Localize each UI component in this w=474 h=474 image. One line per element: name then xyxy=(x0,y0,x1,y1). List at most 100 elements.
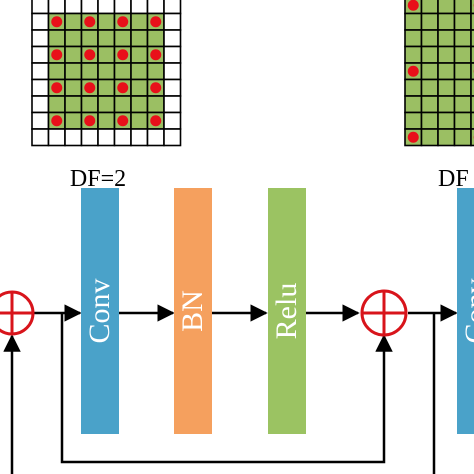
grid-cell xyxy=(31,111,50,130)
grid-cell xyxy=(146,0,165,15)
grid-cell xyxy=(80,0,99,15)
conv-block-label: Conv xyxy=(83,278,116,343)
grid-cell xyxy=(453,62,472,81)
grid-cell xyxy=(47,0,66,15)
grid-cell xyxy=(163,62,182,81)
sample-dot xyxy=(51,16,63,28)
grid-cell xyxy=(97,111,116,130)
grid-cell xyxy=(130,111,149,130)
grid-cell xyxy=(80,95,99,114)
conv-block-2-label: Conv xyxy=(459,278,474,343)
grid-cell xyxy=(31,95,50,114)
bn-block-label: BN xyxy=(176,290,209,332)
grid-cell xyxy=(437,95,456,114)
grid-cell xyxy=(163,128,182,147)
grid-cell xyxy=(420,29,439,48)
sample-dot xyxy=(117,82,129,94)
circled-plus-icon xyxy=(0,290,35,336)
grid-cell xyxy=(453,95,472,114)
grid-cell xyxy=(404,111,423,130)
grid-cell xyxy=(163,111,182,130)
grid-cell xyxy=(437,78,456,97)
grid-cell xyxy=(64,78,83,97)
grid-cell xyxy=(437,12,456,31)
grid-cell xyxy=(437,128,456,147)
grid-cell xyxy=(146,62,165,81)
sample-dot xyxy=(407,131,419,143)
grid-cell xyxy=(130,78,149,97)
grid-cell xyxy=(470,45,474,64)
grid-cell xyxy=(130,45,149,64)
grid-cell xyxy=(420,111,439,130)
grid-cell xyxy=(163,78,182,97)
grid-cell xyxy=(437,0,456,15)
grid-cell xyxy=(404,78,423,97)
grid-cell xyxy=(437,45,456,64)
grid-cell xyxy=(130,128,149,147)
grid-cell xyxy=(97,128,116,147)
skip-connections xyxy=(3,313,436,474)
grid-cell xyxy=(113,62,132,81)
grid-cell xyxy=(163,95,182,114)
grid-cell xyxy=(404,45,423,64)
grid-cell xyxy=(470,62,474,81)
grid-cell xyxy=(420,95,439,114)
grid-cell xyxy=(31,62,50,81)
grid-cell xyxy=(130,12,149,31)
grid-cell xyxy=(113,128,132,147)
grid-cell xyxy=(97,0,116,15)
grid-cell xyxy=(437,62,456,81)
sample-dot xyxy=(51,82,63,94)
grid-cell xyxy=(47,95,66,114)
grid-cell xyxy=(420,78,439,97)
skip-wire-into-adder2 xyxy=(60,313,393,464)
conv-block: Conv xyxy=(81,188,119,434)
grid-cell xyxy=(97,12,116,31)
grid-cell xyxy=(113,29,132,48)
sample-dot xyxy=(51,49,63,61)
grid-cell xyxy=(64,128,83,147)
grid-cell xyxy=(146,128,165,147)
grid-cell xyxy=(47,29,66,48)
grid-cell xyxy=(470,78,474,97)
grid-cell xyxy=(470,12,474,31)
grid-cell xyxy=(47,62,66,81)
relu-block-label: Relu xyxy=(270,283,303,340)
grid-cell xyxy=(453,45,472,64)
grid-cell xyxy=(453,111,472,130)
sample-dot xyxy=(84,82,96,94)
sample-dot xyxy=(84,16,96,28)
grid-cell xyxy=(453,128,472,147)
circled-plus-icon xyxy=(360,289,408,337)
sample-dot xyxy=(150,82,162,94)
grid-cell xyxy=(31,12,50,31)
grid-cell xyxy=(130,62,149,81)
grid-cell xyxy=(437,29,456,48)
grid-cell xyxy=(163,0,182,15)
grid-cell xyxy=(113,95,132,114)
grid-cell xyxy=(163,29,182,48)
grid-cell xyxy=(130,0,149,15)
grid-cell xyxy=(64,95,83,114)
conv-block-2: Conv xyxy=(457,188,474,434)
dilation-grid-df2 xyxy=(31,0,182,147)
grid-caption-df-large: DF xyxy=(438,166,469,192)
grid-cell xyxy=(130,29,149,48)
grid-cell xyxy=(47,128,66,147)
grid-cell xyxy=(470,95,474,114)
grid-cell xyxy=(146,29,165,48)
sample-dot xyxy=(51,115,63,127)
grid-cell xyxy=(80,128,99,147)
bn-block: BN xyxy=(174,188,212,434)
grid-cell xyxy=(470,128,474,147)
grid-cell xyxy=(97,95,116,114)
sample-dot xyxy=(150,49,162,61)
sample-dot xyxy=(407,65,419,77)
grid-cell xyxy=(420,45,439,64)
grid-cell xyxy=(31,29,50,48)
grid-cell xyxy=(64,62,83,81)
grid-cell xyxy=(113,0,132,15)
grid-cell xyxy=(64,45,83,64)
grid-cell xyxy=(31,0,50,15)
grid-caption-df2: DF=2 xyxy=(70,166,126,192)
